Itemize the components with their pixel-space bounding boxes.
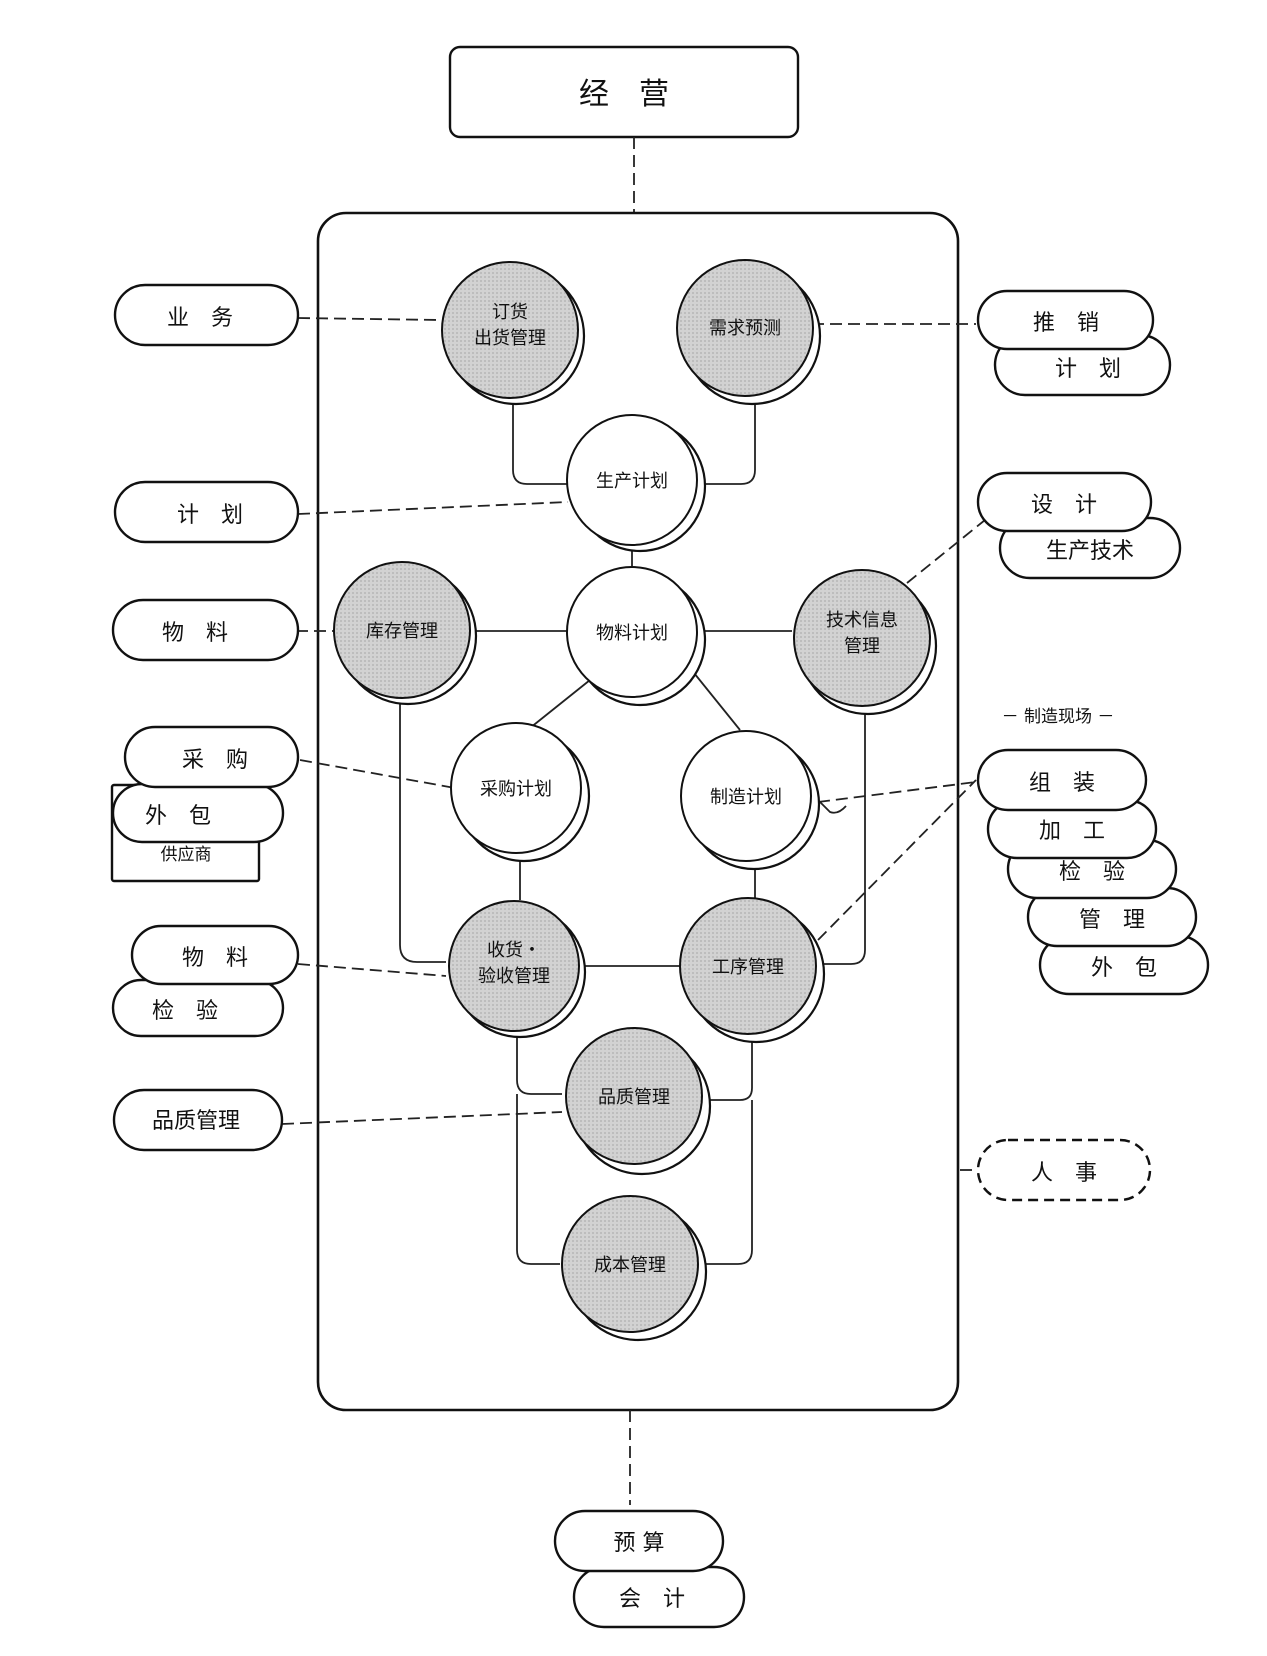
node-purchase-plan: 采购计划 [450, 722, 591, 863]
node-cost-mgmt-label: 成本管理 [594, 1255, 666, 1276]
design-stack: 生产技术 设 计 [976, 471, 1182, 580]
external-links [281, 317, 986, 1171]
quality-box: 品质管理 [112, 1088, 284, 1152]
manufacturing-site-stack: 外 包 管 理 检 验 加 工 组 装 [976, 748, 1210, 996]
purchase-stack: 供应商 外 包 采 购 [110, 725, 300, 883]
site-item-2: 加 工 [1039, 819, 1105, 844]
node-process-mgmt-label: 工序管理 [712, 957, 784, 978]
business-box: 业 务 [113, 283, 300, 347]
node-quality-mgmt-label: 品质管理 [598, 1087, 670, 1108]
management-box: 经 营 [448, 45, 800, 139]
sales-plan-label: 计 划 [1055, 357, 1121, 382]
site-item-1: 组 装 [1029, 771, 1095, 796]
node-cost-mgmt: 成本管理 [561, 1195, 708, 1342]
node-process-mgmt: 工序管理 [679, 897, 826, 1044]
node-manufacturing-plan-label: 制造计划 [710, 787, 782, 808]
node-demand-forecast-label: 需求预测 [709, 318, 781, 339]
node-quality-mgmt: 品质管理 [565, 1027, 712, 1176]
sales-label: 推 销 [1033, 311, 1099, 336]
site-item-3: 检 验 [1059, 860, 1125, 885]
node-material-plan: 物料计划 [566, 566, 707, 707]
site-item-5: 外 包 [1091, 956, 1157, 981]
hr-box: 人 事 [976, 1138, 1152, 1202]
system-frame [316, 211, 960, 1412]
production-tech-label: 生产技术 [1046, 539, 1134, 564]
design-label: 设 计 [1031, 493, 1097, 518]
internal-links [399, 390, 866, 1265]
inspection-label: 检 验 [152, 999, 218, 1024]
site-item-4: 管 理 [1079, 908, 1145, 933]
node-production-plan: 生产计划 [566, 414, 707, 553]
budget-label: 预 算 [614, 1531, 665, 1556]
node-purchase-plan-label: 采购计划 [480, 779, 552, 800]
node-tech-info-line1: 技术信息 [826, 610, 898, 631]
node-inventory: 库存管理 [333, 561, 478, 706]
node-material-plan-label: 物料计划 [596, 623, 668, 644]
node-tech-info-line2: 管理 [844, 636, 880, 657]
accounting-label: 会 计 [619, 1587, 685, 1612]
node-tech-info: 技术信息 管理 [793, 569, 938, 716]
node-receiving-line1: 收货・ [487, 940, 541, 961]
material-label: 物 料 [162, 621, 228, 646]
node-receiving-line2: 验收管理 [478, 966, 550, 987]
node-production-plan-label: 生产计划 [596, 471, 668, 492]
supplier-label: 供应商 [161, 845, 212, 865]
node-manufacturing-plan: 制造计划 [680, 730, 821, 871]
management-label: 经 营 [579, 77, 669, 112]
planning-box: 计 划 [113, 480, 300, 544]
material-inspection-stack: 检 验 物 料 [111, 924, 300, 1038]
node-order-line2: 出货管理 [474, 328, 546, 349]
node-order-line1: 订货 [492, 302, 528, 323]
site-label: － 制造现场 － [1002, 707, 1115, 727]
purchase-label: 采 购 [182, 748, 248, 773]
node-order-shipping: 订货 出货管理 [441, 261, 586, 406]
node-demand-forecast: 需求预测 [676, 259, 822, 406]
node-receiving: 收货・ 验收管理 [448, 900, 587, 1039]
quality-label: 品质管理 [152, 1109, 240, 1134]
node-inventory-label: 库存管理 [366, 621, 438, 642]
business-label: 业 务 [167, 306, 233, 331]
material-inspect-label: 物 料 [182, 946, 248, 971]
budget-accounting-stack: 会 计 预 算 [553, 1509, 746, 1629]
outsource-label: 外 包 [145, 804, 211, 829]
material-box: 物 料 [111, 598, 300, 662]
planning-label: 计 划 [177, 503, 243, 528]
hr-label: 人 事 [1031, 1161, 1097, 1186]
sales-plan-stack: 计 划 推 销 [976, 289, 1172, 397]
